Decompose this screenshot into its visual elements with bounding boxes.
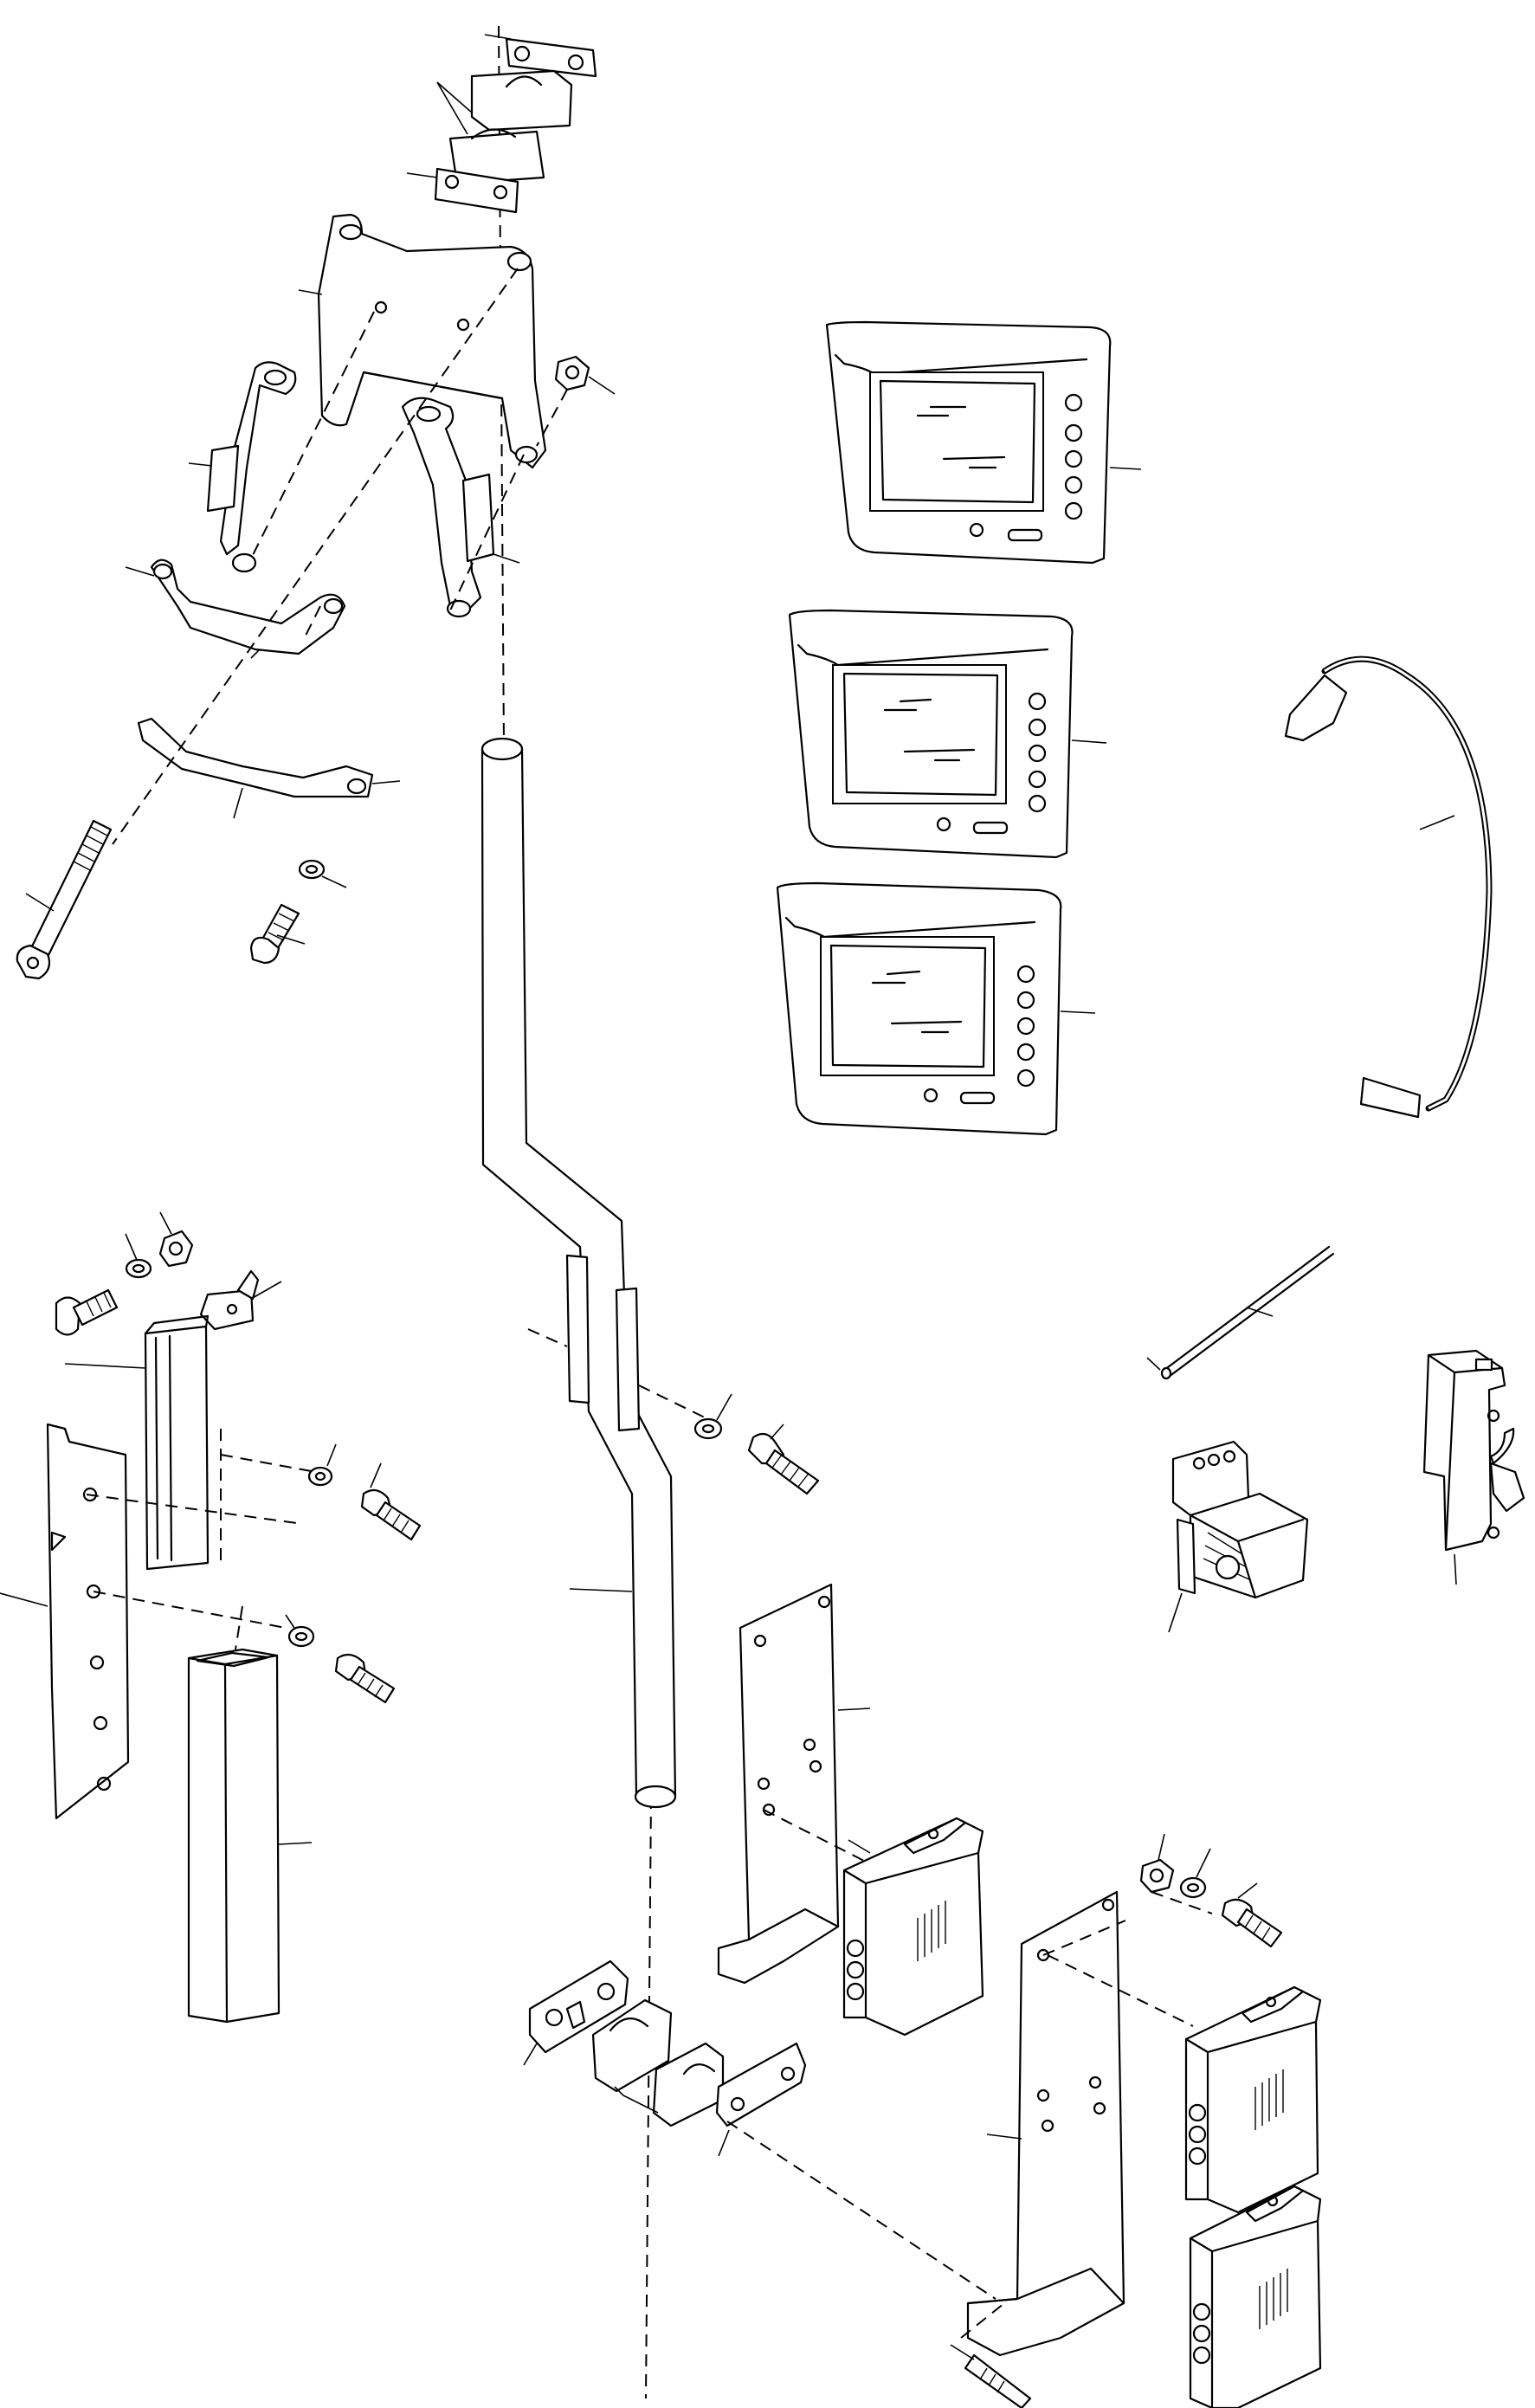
monitor-2-icon [788, 609, 1107, 859]
post-plate-icon [0, 1423, 304, 1820]
monitor-bracket-icon [298, 213, 547, 469]
short-screw-icon [249, 859, 347, 965]
post-hardware-top [55, 1211, 194, 1336]
small-plate [406, 167, 519, 214]
control-box-1-icon [842, 1817, 984, 2037]
control-box-3-icon [1189, 2185, 1322, 2408]
upper-strap [125, 558, 346, 659]
upper-clamp-halves-icon [436, 69, 573, 185]
small-angle-bracket [199, 1269, 282, 1331]
lower-clamp-icon [523, 1959, 996, 2300]
square-post-icon [187, 1605, 313, 2024]
mounting-pole-icon [480, 737, 711, 1809]
wire-icon [1146, 1245, 1335, 1380]
right-clip [401, 397, 520, 618]
post-screws [220, 1429, 422, 1704]
pole-bolt-icon [693, 1393, 820, 1495]
control-box-2-icon [1184, 1985, 1322, 2214]
upper-clamp-plate [484, 34, 597, 78]
long-bolt-icon [16, 819, 113, 980]
box-bracket-1-icon [717, 1583, 871, 1985]
box-hardware [1139, 1833, 1283, 1948]
fuse-holder-icon [1422, 1349, 1525, 1585]
relay-icon [1168, 1440, 1309, 1633]
bracket-dashed-paths [112, 268, 525, 845]
lower-long-bolt [950, 2302, 1032, 2408]
cable-icon [1284, 655, 1493, 1119]
box-bracket-2-icon [966, 1890, 1213, 2357]
monitor-1-icon [825, 320, 1142, 565]
lower-strap [137, 717, 401, 819]
hex-nut-icon [536, 355, 616, 447]
monitor-3-icon [776, 881, 1096, 1136]
left-clip [188, 361, 297, 573]
